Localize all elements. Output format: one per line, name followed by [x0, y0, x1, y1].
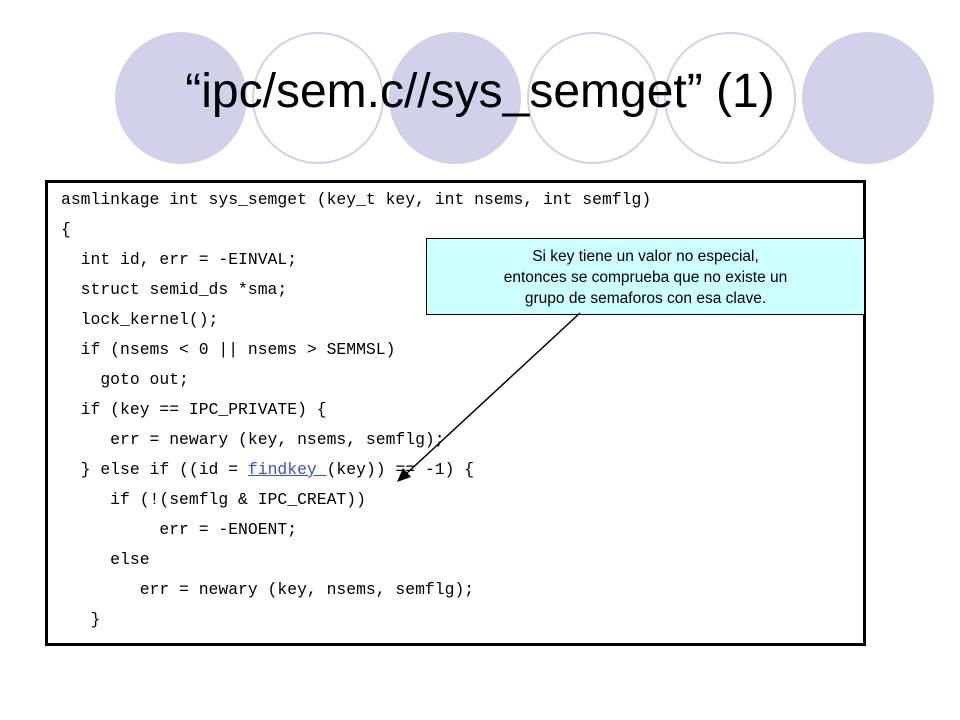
code-line-12: err = -ENOENT;	[61, 520, 298, 539]
code-line-10: } else if ((id = findkey (key)) == -1) {	[61, 460, 474, 480]
code-line-3: int id, err = -EINVAL;	[61, 250, 298, 269]
slide-title: “ipc/sem.c//sys_semget” (1)	[185, 65, 775, 118]
decor-circle-1	[115, 32, 247, 164]
code-line-13: else	[61, 550, 150, 569]
code-line-5: lock_kernel();	[61, 310, 219, 329]
code-line-1: asmlinkage int sys_semget (key_t key, in…	[61, 190, 652, 209]
code-line-10-suffix: (key)) == -1) {	[326, 460, 475, 479]
callout-line-1: Si key tiene un valor no especial,	[532, 248, 759, 265]
decor-circle-5	[664, 32, 796, 164]
code-line-15: }	[61, 610, 101, 629]
code-line-14: err = newary (key, nsems, semflg);	[61, 580, 475, 599]
decor-circle-6	[802, 32, 934, 164]
code-line-7: goto out;	[61, 370, 189, 389]
callout-box: Si key tiene un valor no especial, enton…	[426, 238, 865, 315]
decor-circle-4	[527, 32, 659, 164]
findkey-link[interactable]: findkey	[247, 460, 327, 479]
code-line-11: if (!(semflg & IPC_CREAT))	[61, 490, 366, 509]
callout-line-3: grupo de semaforos con esa clave.	[524, 290, 767, 307]
code-line-2: {	[61, 220, 71, 239]
decor-circle-3	[389, 32, 521, 164]
callout-line-2: entonces se comprueba que no existe un	[503, 269, 788, 286]
code-line-9: err = newary (key, nsems, semflg);	[61, 430, 445, 449]
decor-circle-2	[252, 32, 384, 164]
code-line-6: if (nsems < 0 || nsems > SEMMSL)	[61, 340, 396, 359]
code-line-4: struct semid_ds *sma;	[61, 280, 288, 299]
code-line-8: if (key == IPC_PRIVATE) {	[61, 400, 327, 419]
code-line-10-prefix: } else if ((id =	[61, 460, 248, 479]
